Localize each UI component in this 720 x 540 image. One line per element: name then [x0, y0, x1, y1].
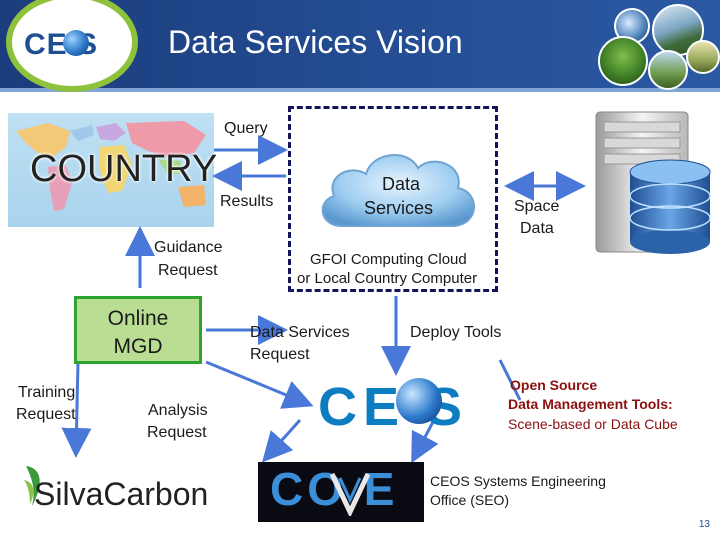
gfoi-line2: or Local Country Computer: [297, 270, 478, 287]
analysis-arrow: [205, 360, 314, 409]
seo-line1: CEOS Systems Engineering: [430, 473, 606, 489]
ds-request-line1: Data Services: [250, 324, 350, 341]
open-source-line3: Scene-based or Data Cube: [508, 416, 678, 432]
open-source-line1: Open Source: [510, 377, 598, 393]
header-photo-landscape: [648, 50, 688, 90]
guidance-line1: Guidance: [154, 239, 223, 256]
online-mgd-line2: MGD: [113, 335, 163, 358]
query-label: Query: [224, 120, 268, 137]
page-number: 13: [698, 519, 710, 530]
space-data-line1: Space: [514, 198, 560, 215]
cove-v-icon: [330, 472, 370, 516]
header-photo-trees: [598, 36, 648, 86]
ceos-logo-large: CE S: [318, 377, 469, 437]
cloud-label-line1: Data: [382, 174, 421, 194]
leaf-icon: [24, 466, 40, 506]
guidance-line2: Request: [158, 262, 218, 279]
gfoi-computing-boundary: [288, 106, 498, 292]
training-line2: Request: [16, 406, 76, 423]
cloud-label-line2: Services: [364, 198, 434, 218]
globe-icon: [63, 30, 89, 56]
world-map-graphic: [16, 121, 206, 211]
training-arrow: [61, 361, 92, 458]
country-label: COUNTRY: [30, 148, 218, 190]
header-divider: [0, 88, 720, 92]
globe-icon: [396, 378, 442, 424]
ceos-seo-line: [498, 359, 522, 401]
server-database-icon: [595, 111, 711, 254]
header-photo-field: [686, 40, 720, 74]
deploy-tools-label: Deploy Tools: [410, 324, 502, 341]
silvacarbon-logo: [18, 462, 228, 520]
gfoi-line1: GFOI Computing Cloud: [310, 251, 467, 268]
results-label: Results: [220, 193, 274, 210]
analysis-line2: Request: [147, 424, 207, 441]
seo-arrow: [411, 419, 439, 464]
space-data-line2: Data: [520, 220, 554, 237]
seo-line2: Office (SEO): [430, 492, 510, 508]
online-mgd-line1: Online: [107, 307, 169, 330]
silvacarbon-text: SilvaCarbon: [34, 476, 209, 512]
cove-text: CO E: [270, 463, 399, 515]
data-services-cloud: [321, 154, 475, 227]
cove-arrow: [261, 418, 302, 463]
training-line1: Training: [18, 384, 76, 401]
page-title: Data Services Vision: [168, 24, 463, 60]
online-mgd-box: Online MGD: [74, 296, 202, 364]
analysis-line1: Analysis: [148, 402, 208, 419]
ds-request-line2: Request: [250, 346, 310, 363]
world-map: [8, 113, 214, 227]
open-source-line2: Data Management Tools:: [508, 396, 673, 412]
